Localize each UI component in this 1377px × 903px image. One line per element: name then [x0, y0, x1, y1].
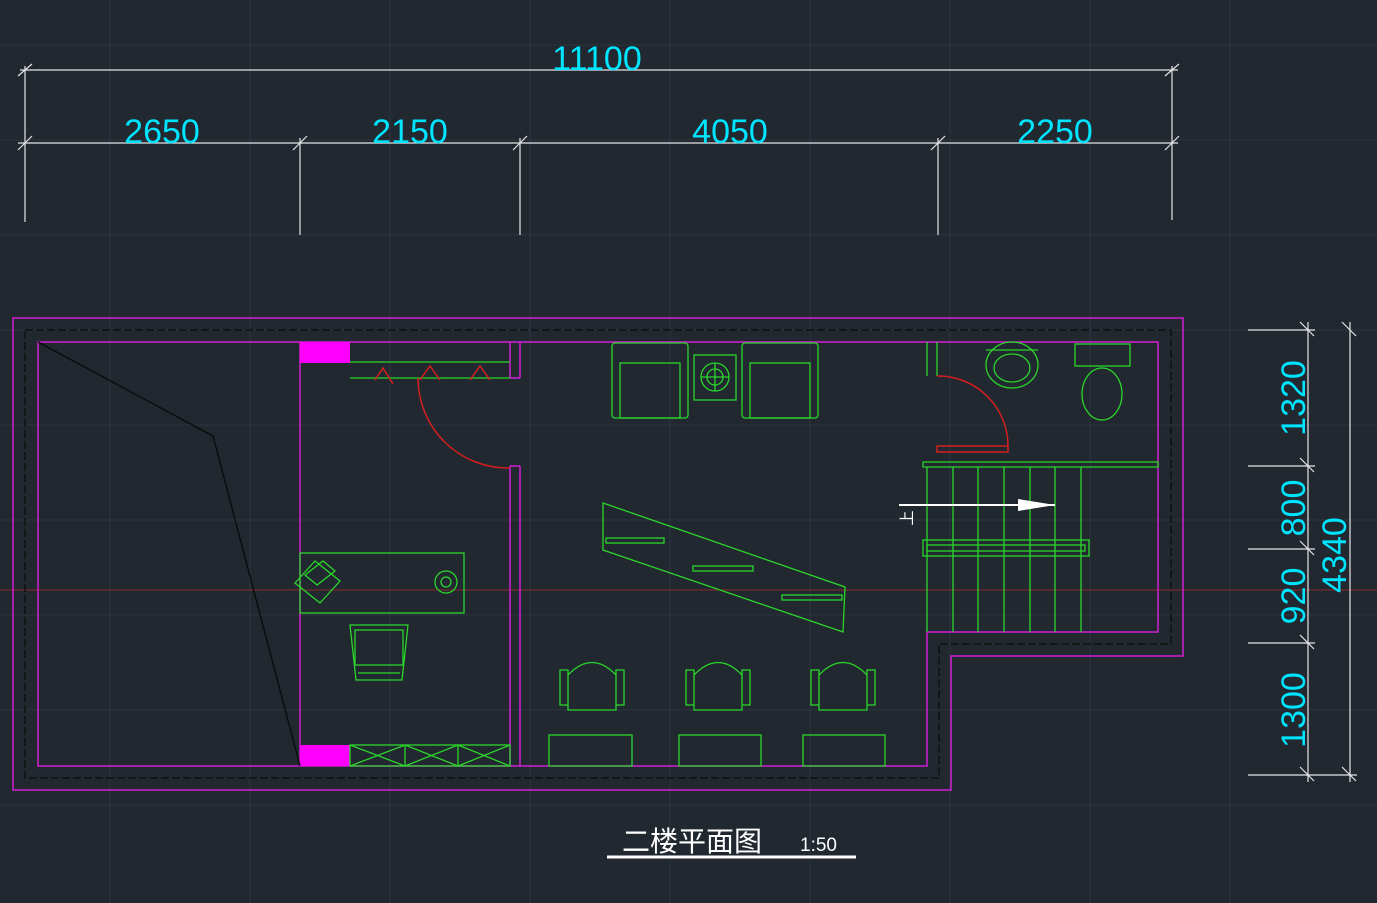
closet-bottom	[349, 744, 511, 767]
void-outline	[37, 341, 301, 767]
walls	[12, 317, 1184, 791]
column	[300, 745, 350, 766]
height-label-3: 920	[1275, 568, 1313, 625]
hangers	[374, 364, 491, 385]
display-table	[602, 502, 846, 633]
height-label-2: 800	[1275, 480, 1313, 537]
desk	[294, 552, 465, 681]
right-dimensions	[1248, 321, 1357, 782]
column	[300, 342, 350, 363]
bathroom	[926, 341, 1131, 453]
stair-direction-arrow	[899, 499, 1055, 511]
chairs-and-tables	[548, 661, 886, 767]
height-label-1: 1320	[1275, 360, 1313, 436]
stair-up-label: 上	[898, 510, 916, 525]
stairs	[922, 461, 1159, 632]
width-label-2: 2150	[372, 113, 448, 151]
drawing-scale: 1:50	[800, 835, 837, 856]
width-label-3: 4050	[692, 113, 768, 151]
drawing-title: 二楼平面图	[622, 825, 762, 858]
height-label-4: 1300	[1275, 672, 1313, 748]
overall-width-label: 11100	[552, 40, 642, 78]
top-dimensions	[17, 63, 1180, 235]
width-label-4: 2250	[1017, 113, 1093, 151]
width-label-1: 2650	[124, 113, 200, 151]
sofas	[611, 342, 819, 419]
office-door-swing	[417, 377, 511, 469]
overall-height-label: 4340	[1316, 517, 1354, 593]
